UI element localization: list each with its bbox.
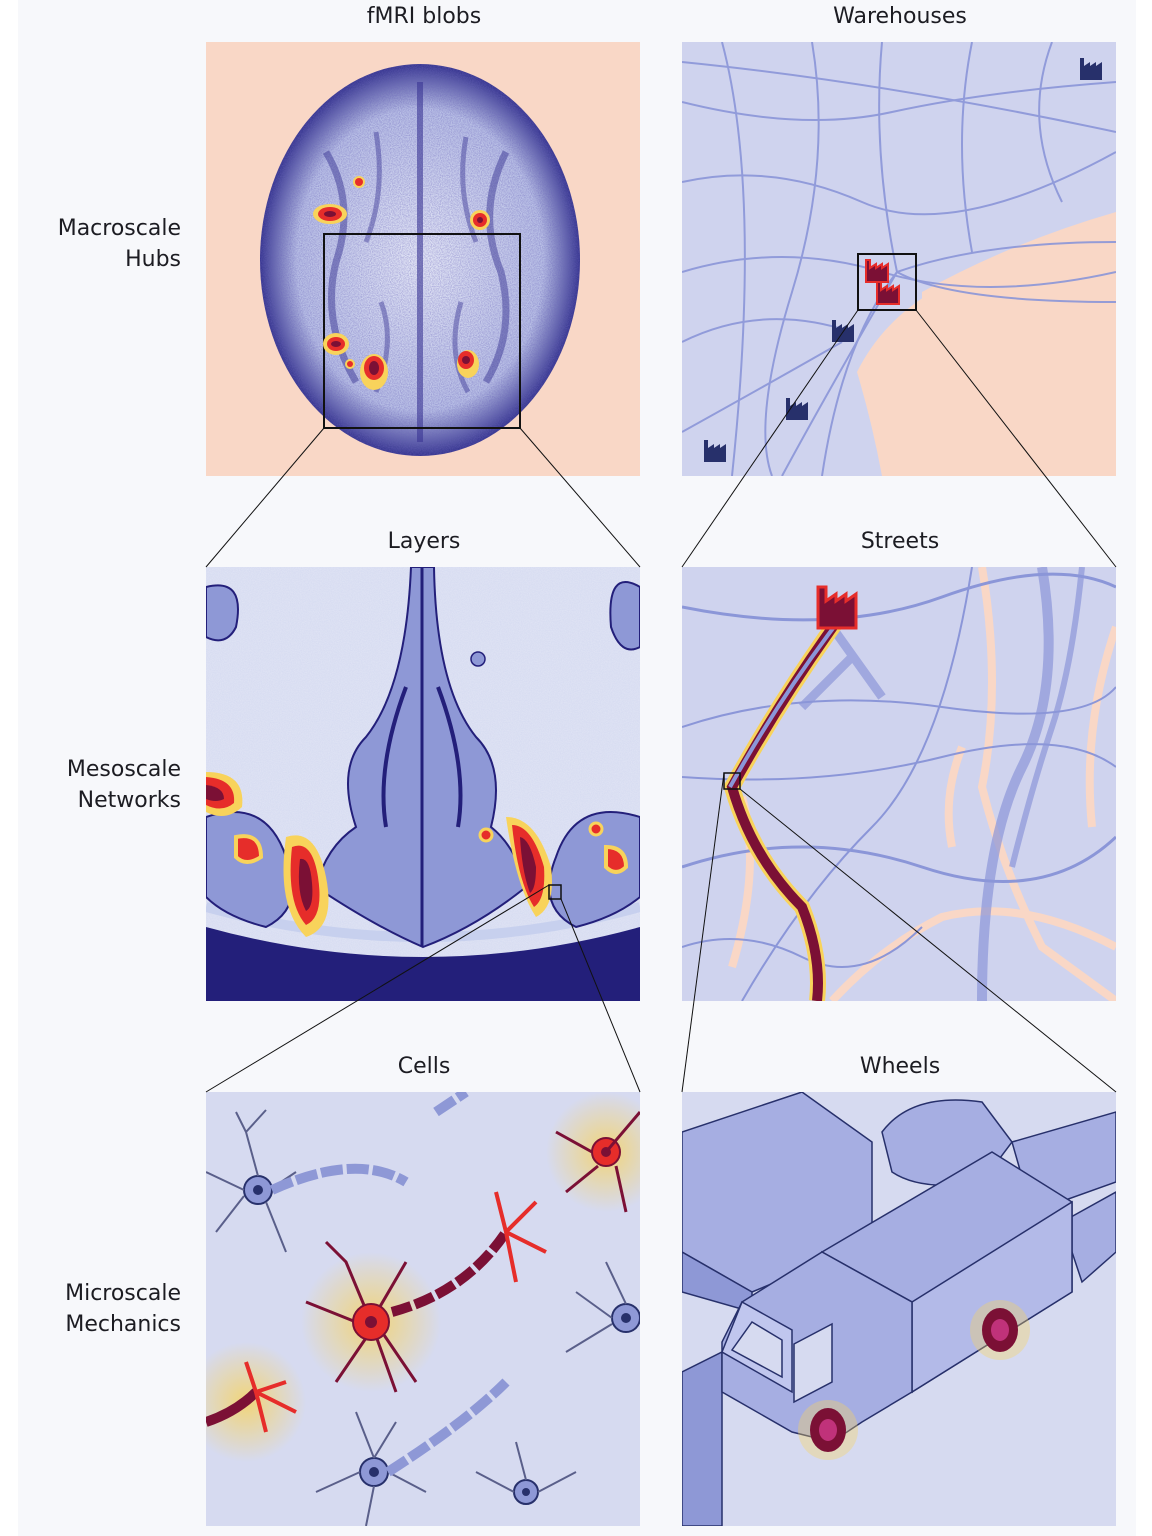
row-label-line2: Mechanics — [65, 1312, 181, 1337]
row-label-line1: Mesoscale — [66, 757, 181, 782]
title-cells: Cells — [397, 1054, 451, 1079]
factory-icon-active — [816, 585, 858, 630]
truck-icon — [682, 1092, 1116, 1526]
row-label-line2: Hubs — [125, 247, 181, 272]
neuron-active — [206, 1092, 640, 1462]
axon-inactive — [269, 1092, 510, 1477]
row-label-line2: Networks — [77, 788, 181, 813]
panel-layers — [206, 567, 640, 1001]
panel-streets — [682, 567, 1116, 1001]
title-streets: Streets — [860, 529, 940, 554]
zoom-box — [323, 233, 521, 429]
wheel-icon — [798, 1300, 1030, 1460]
title-wheels: Wheels — [859, 1054, 941, 1079]
row-label-line1: Macroscale — [57, 216, 181, 241]
panel-wheels — [682, 1092, 1116, 1526]
row-label-line1: Microscale — [65, 1281, 181, 1306]
title-layers: Layers — [387, 529, 461, 554]
row-label-mesoscale: Mesoscale Networks — [20, 754, 181, 816]
factory-icon-active — [865, 259, 900, 305]
fmri-activation-blobs — [313, 176, 490, 390]
row-label-microscale: Microscale Mechanics — [20, 1278, 181, 1340]
title-fmri-blobs: fMRI blobs — [366, 4, 482, 29]
row-label-macroscale: Macroscale Hubs — [20, 213, 181, 275]
zoom-box — [857, 253, 917, 311]
panel-fmri-blobs — [206, 42, 640, 476]
neuron-icon — [206, 1109, 640, 1526]
panel-cells — [206, 1092, 640, 1526]
panel-warehouses — [682, 42, 1116, 476]
title-warehouses: Warehouses — [833, 4, 967, 29]
truck-icon-main — [721, 1151, 1073, 1443]
